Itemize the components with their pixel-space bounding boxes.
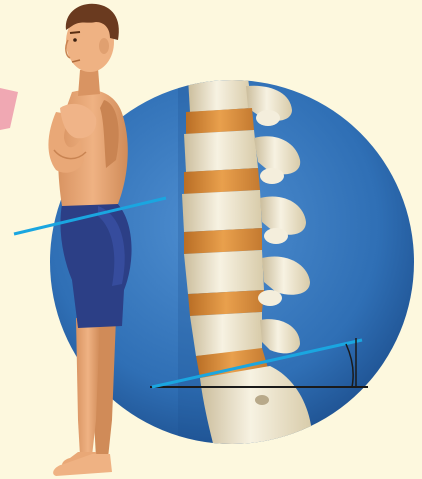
- pink-tab-shape: [0, 88, 18, 130]
